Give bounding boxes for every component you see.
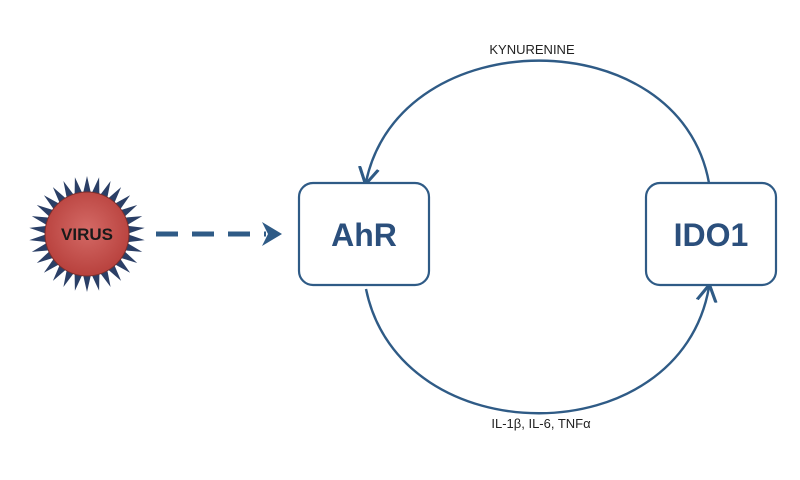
ido1-box <box>644 181 778 287</box>
virus-node: VIRUS <box>29 176 145 292</box>
ahr-label: AhR <box>331 217 397 253</box>
ido1-label: IDO1 <box>674 217 749 253</box>
cytokine-arc <box>364 287 709 415</box>
kynurenine-arc <box>366 59 711 183</box>
virus-label: VIRUS <box>61 225 113 244</box>
ido1-node: IDO1 <box>644 181 778 287</box>
dashed-arrow-head <box>262 222 282 246</box>
ahr-box <box>297 181 431 287</box>
virus-body <box>44 191 130 277</box>
cytokine-label: IL-1β, IL-6, TNFα <box>491 416 591 431</box>
ahr-node: AhR <box>297 181 431 287</box>
virus-to-ahr-arrow <box>156 222 282 246</box>
kynurenine-label: KYNURENINE <box>489 42 575 57</box>
